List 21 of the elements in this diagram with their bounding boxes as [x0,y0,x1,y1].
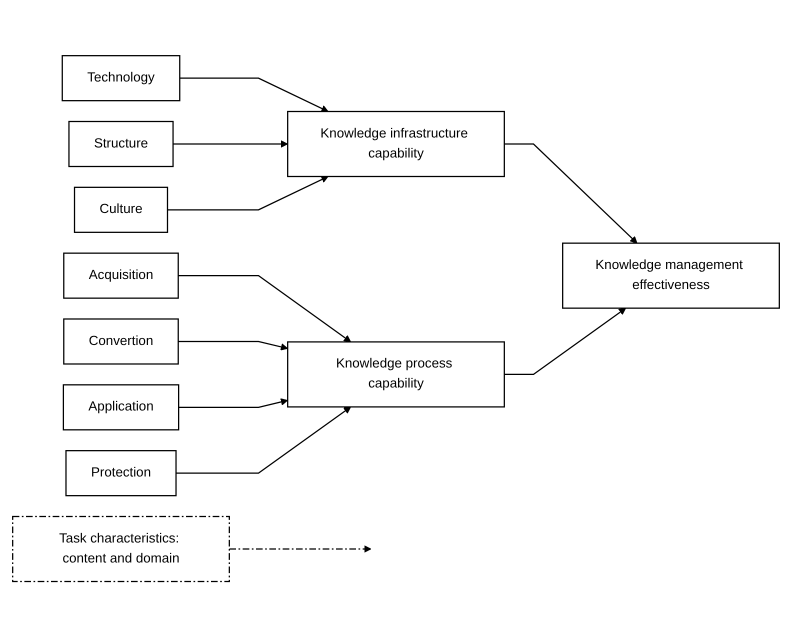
arrow [168,176,328,210]
arrow [176,406,352,474]
node-box: Knowledge process capability [287,341,505,408]
arrow [178,398,288,408]
node-box: Convertion [63,318,179,365]
node-box: Knowledge infrastructure capability [287,110,505,178]
arrow [173,140,288,148]
node-box: Task characteristics: content and domain [12,516,230,582]
node-box: Protection [65,450,177,496]
arrow [178,274,352,342]
arrow [178,340,288,350]
node-box: Acquisition [63,252,179,299]
node-box: Technology [62,54,180,102]
arrow [504,143,638,244]
arrow [229,545,372,553]
arrow [504,308,626,375]
arrow [180,77,328,112]
node-box: Culture [74,186,168,233]
node-box: Knowledge management effectiveness [562,242,780,309]
node-box: Structure [68,120,174,168]
node-box: Application [62,384,180,430]
